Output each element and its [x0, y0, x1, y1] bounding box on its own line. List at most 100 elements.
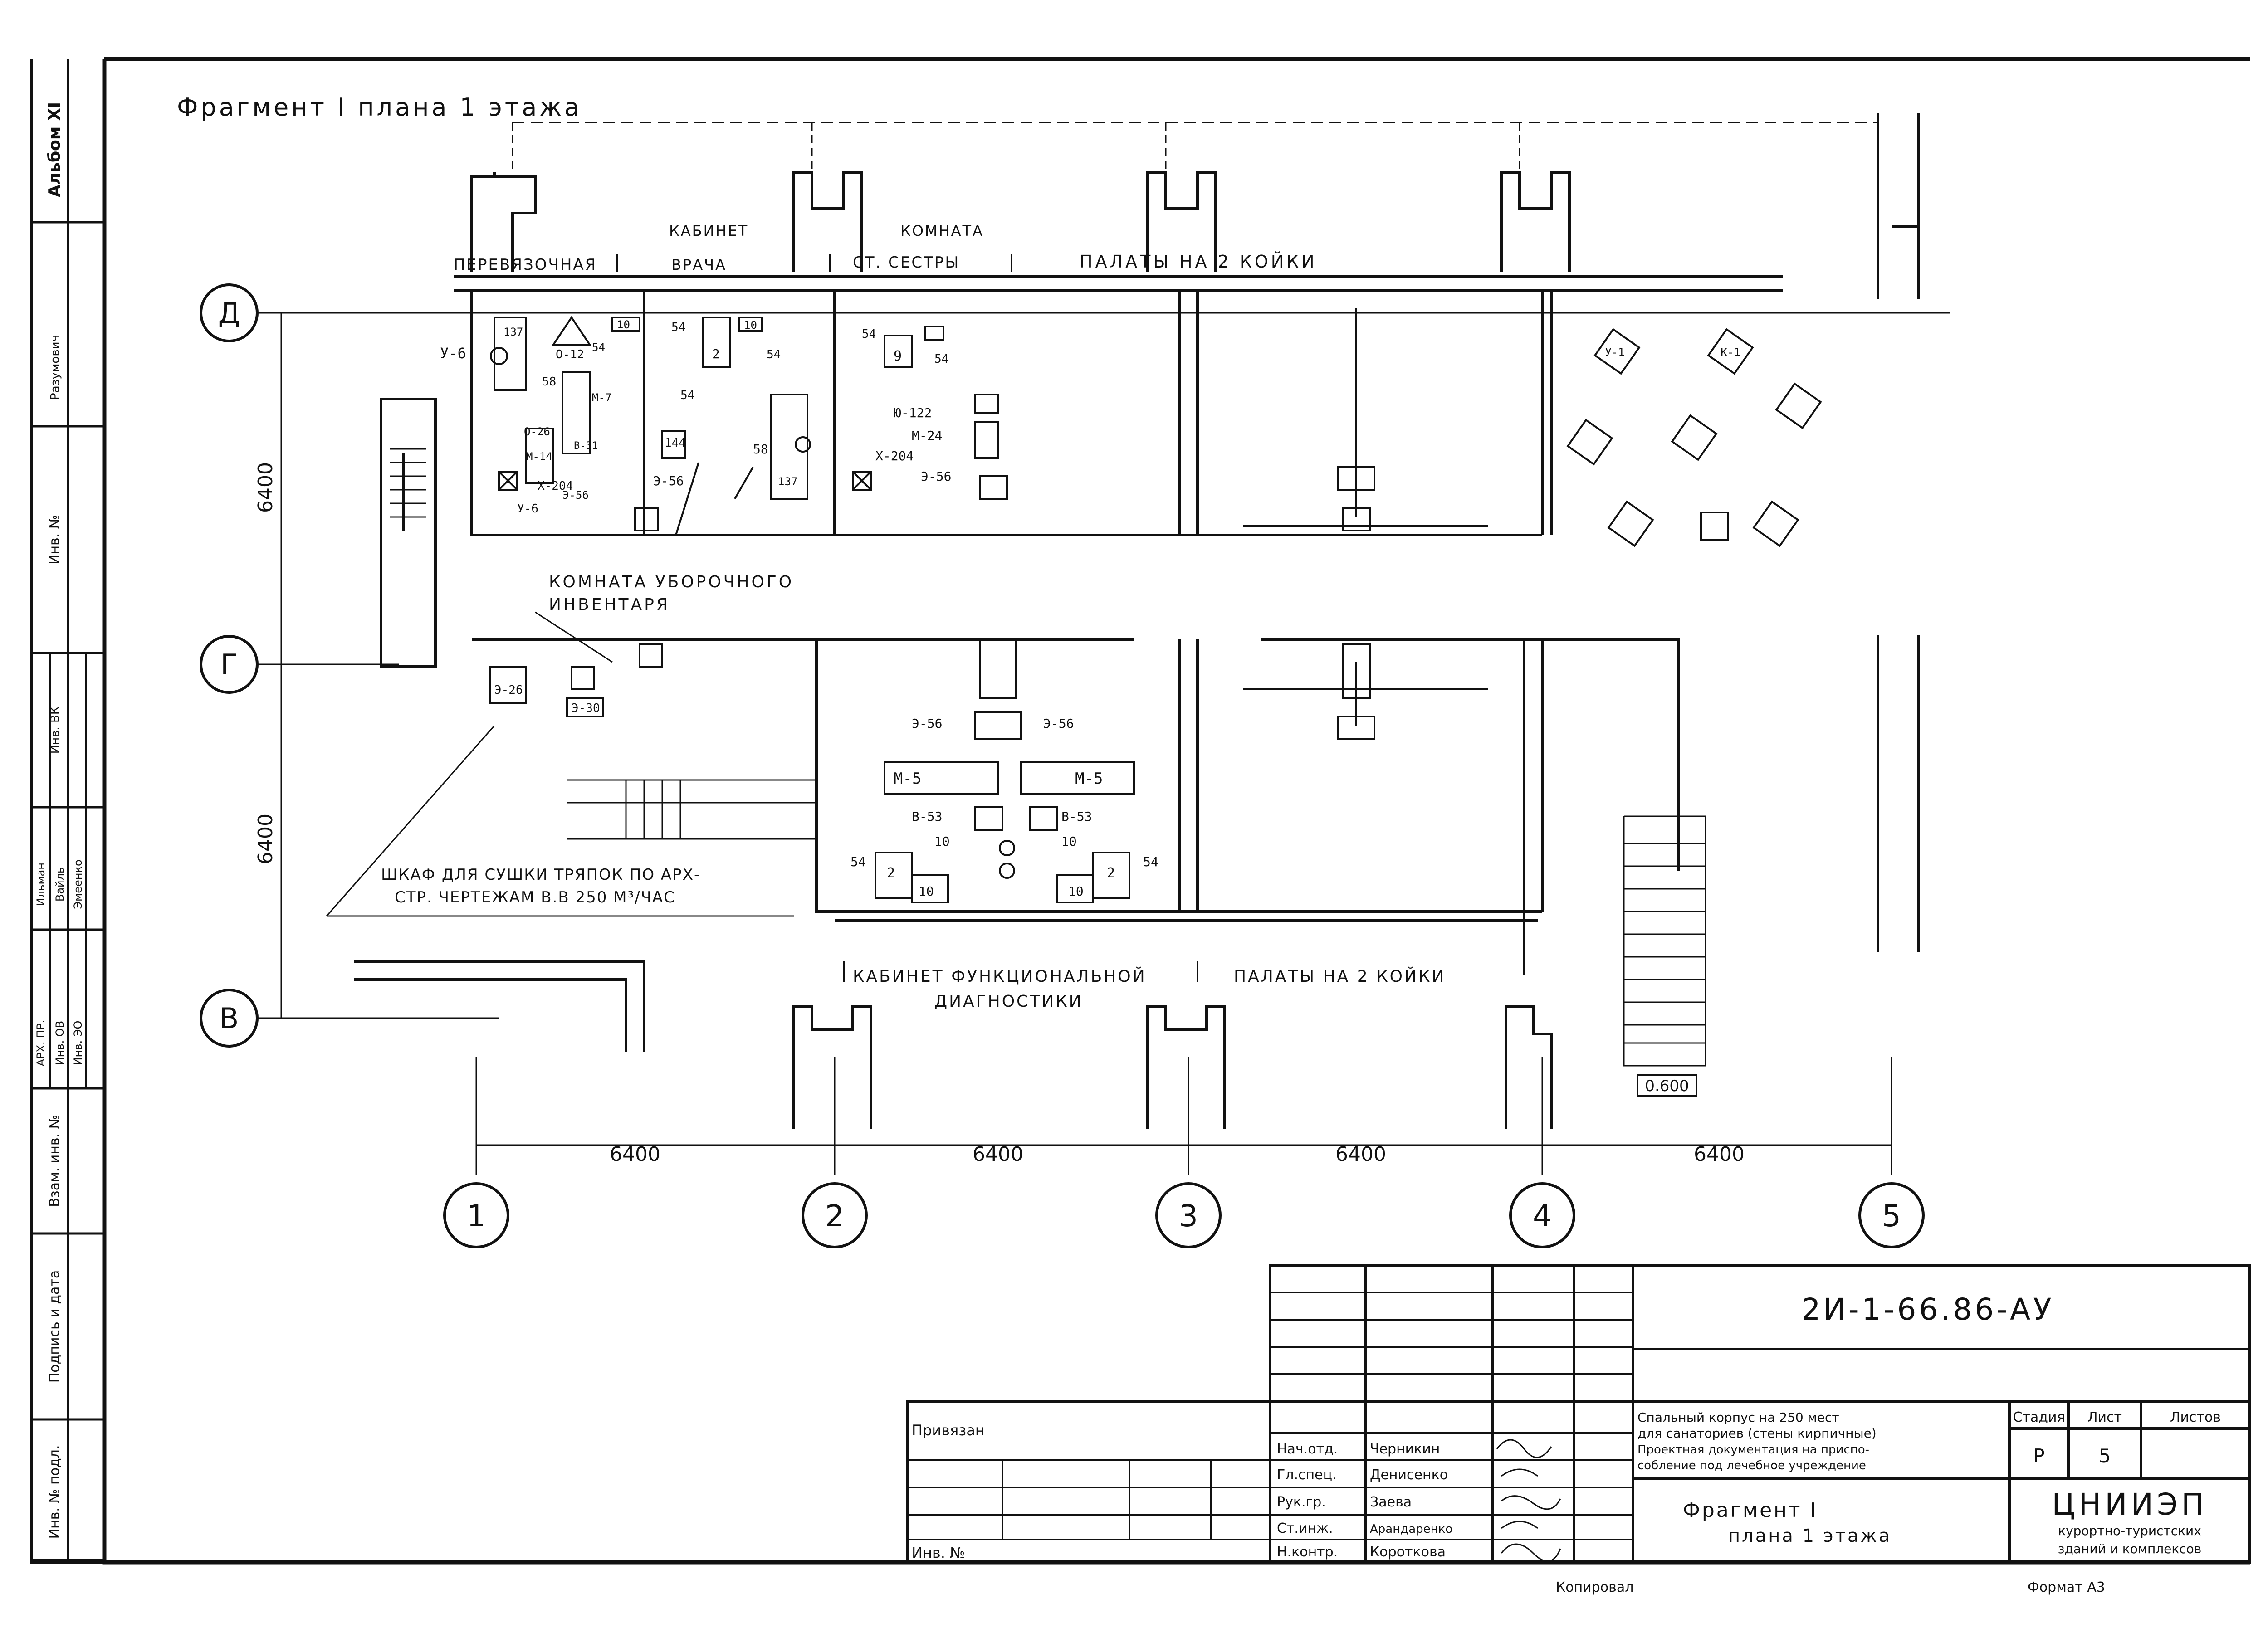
signer-name-5: Короткова — [1370, 1544, 1446, 1560]
stage-label: Стадия — [2013, 1409, 2065, 1425]
equip-yu122: Ю-122 — [894, 405, 932, 420]
equip-54-g: 54 — [850, 854, 866, 869]
equip-54-b: 54 — [671, 321, 685, 334]
sidebar-vail: Вайль — [54, 867, 66, 902]
sidebar-vk: Инв. ВК — [49, 707, 62, 754]
equip-u6-a: У-6 — [440, 345, 466, 362]
equip-54-h: 54 — [1143, 854, 1158, 869]
room-label-diag-2: ДИАГНОСТИКИ — [934, 992, 1083, 1011]
equip-m14: М-14 — [526, 450, 552, 463]
sidebar-ov: Инв. ОВ — [54, 1021, 66, 1065]
dim-horizontal-1: 6400 — [610, 1143, 660, 1166]
axis-label-v: В — [220, 1002, 239, 1035]
walls — [354, 113, 1920, 1129]
sidebar-emeenko: Эмеенко — [72, 859, 84, 909]
equip-10-d: 10 — [1061, 834, 1077, 849]
axis-bubble-2 — [802, 1182, 868, 1248]
project-line-2: для санаториев (стены кирпичные) — [1637, 1426, 1877, 1441]
equip-e56-d: Э-56 — [912, 716, 942, 731]
equip-m5-b: М-5 — [1075, 770, 1103, 788]
equip-54-e: 54 — [862, 327, 876, 341]
project-line-1: Спальный корпус на 250 мест — [1637, 1410, 1839, 1425]
room-label-cleaning-1: КОМНАТА УБОРОЧНОГО — [549, 573, 794, 591]
room-label-doctor-1: КАБИНЕТ — [669, 222, 748, 239]
signer-name-2: Денисенко — [1370, 1467, 1448, 1483]
equip-o12: О-12 — [556, 348, 584, 361]
axis-label-5: 5 — [1882, 1199, 1901, 1233]
sidebar-eo: Инв. ЭО — [72, 1021, 84, 1066]
equipment-dressing — [490, 316, 640, 491]
equip-e30: Э-30 — [572, 702, 600, 715]
axis-bubble-3 — [1155, 1182, 1222, 1248]
inv-no-label: Инв. № — [912, 1544, 965, 1561]
equip-e56-c: Э-56 — [921, 469, 951, 484]
equip-54-f: 54 — [934, 352, 948, 366]
ward-fixtures — [979, 308, 1488, 740]
drawing-code: 2И-1-66.86-АУ — [1801, 1292, 2054, 1327]
sheet-number: 5 — [2099, 1445, 2111, 1467]
axis-label-4: 4 — [1533, 1199, 1552, 1233]
room-label-nurse-2: СТ. СЕСТРЫ — [853, 253, 960, 272]
note-line-2: СТР. ЧЕРТЕЖАМ В.В 250 М³/ЧАС — [395, 888, 675, 907]
equip-10-e: 10 — [919, 884, 934, 899]
signer-role-2: Гл.спец. — [1277, 1467, 1337, 1483]
axis-bubble-4 — [1509, 1182, 1575, 1248]
room-label-nurse-1: КОМНАТА — [900, 222, 984, 239]
equip-x204-a: Х-204 — [538, 479, 573, 493]
equip-e56-a: Э-56 — [653, 473, 684, 488]
column-axis-bubbles: 1 2 3 4 5 — [443, 1182, 1925, 1248]
axis-label-d: Д — [218, 297, 240, 330]
equip-10-a: 10 — [617, 318, 630, 331]
stage-value: Р — [2033, 1445, 2044, 1467]
equip-b53-a: В-53 — [912, 809, 942, 824]
equip-u6-b: У-6 — [517, 502, 538, 516]
dimension-labels: 6400 6400 6400 6400 6400 6400 — [254, 462, 1892, 1166]
room-label-doctor-2: ВРАЧА — [671, 256, 727, 273]
dim-horizontal-2: 6400 — [973, 1143, 1023, 1166]
signers-table: Нач.отд. Черникин Гл.спец. Денисенко Рук… — [1277, 1439, 1561, 1562]
note-line-1: ШКАФ ДЛЯ СУШКИ ТРЯПОК ПО АРХ- — [381, 866, 700, 884]
axis-bubble-v — [200, 989, 259, 1048]
grid-axes — [252, 312, 1950, 1175]
equip-144: 144 — [665, 436, 686, 450]
project-line-4: собление под лечебное учреждение — [1637, 1459, 1866, 1472]
staircase-right — [1623, 815, 1706, 1067]
sidebar-razumovich: Разумович — [49, 335, 62, 400]
room-label-diag-1: КАБИНЕТ ФУНКЦИОНАЛЬНОЙ — [853, 967, 1147, 986]
equip-m5-a: М-5 — [894, 770, 921, 788]
equip-54-d: 54 — [680, 389, 694, 402]
signer-name-3: Заева — [1370, 1494, 1412, 1510]
equip-10-c: 10 — [934, 834, 950, 849]
equip-2-b: 2 — [887, 865, 895, 881]
sheet-frame — [30, 57, 2250, 1565]
sheet-name-1: Фрагмент I — [1683, 1499, 1818, 1522]
dim-horizontal-3: 6400 — [1335, 1143, 1386, 1166]
room-labels: ПЕРЕВЯЗОЧНАЯ КАБИНЕТ ВРАЧА КОМНАТА СТ. С… — [454, 222, 1446, 1011]
equip-e26: Э-26 — [494, 683, 523, 697]
equipment-cleaning — [489, 643, 663, 717]
drying-cabinet-note: ШКАФ ДЛЯ СУШКИ ТРЯПОК ПО АРХ- СТР. ЧЕРТЕ… — [326, 611, 794, 917]
axis-label-g: Г — [220, 648, 238, 681]
equip-58-a: 58 — [542, 375, 556, 389]
album-label: Альбом XI — [45, 102, 64, 197]
org-line-3: зданий и комплексов — [2058, 1541, 2202, 1556]
signer-role-4: Ст.инж. — [1277, 1521, 1333, 1536]
equipment-doctor — [634, 317, 811, 536]
axis-label-3: 3 — [1179, 1199, 1198, 1233]
table-label-y1: У-1 — [1605, 346, 1624, 359]
equip-10-f: 10 — [1068, 884, 1084, 899]
equip-x204-b: Х-204 — [875, 448, 914, 463]
equip-10-b: 10 — [744, 319, 757, 331]
axis-label-1: 1 — [467, 1199, 486, 1233]
equip-137-b: 137 — [778, 475, 797, 488]
sheet-label: Лист — [2087, 1409, 2122, 1425]
sheet-title: Фрагмент I плана 1 этажа — [177, 93, 582, 122]
equipment-nurse — [852, 326, 1008, 500]
privyazan-label: Привязан — [912, 1422, 985, 1439]
room-label-wards-bottom: ПАЛАТЫ НА 2 КОЙКИ — [1234, 967, 1446, 986]
copied-label: Копировал — [1556, 1579, 1633, 1595]
project-line-3: Проектная документация на приспо- — [1637, 1443, 1869, 1457]
axis-bubble-5 — [1858, 1182, 1925, 1248]
equip-o26: О-26 — [524, 425, 550, 438]
